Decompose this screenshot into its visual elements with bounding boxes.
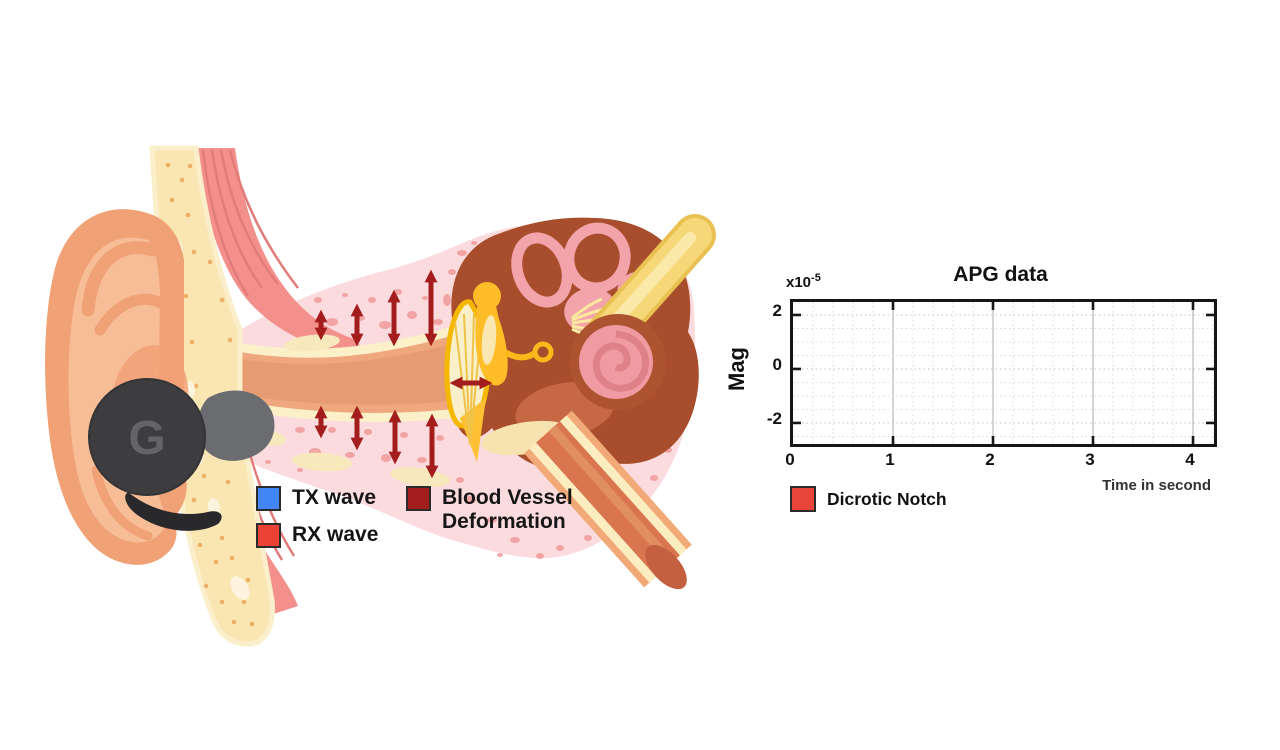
tx-wave-label: TX wave: [292, 486, 377, 509]
y-tick-label: 2: [772, 300, 782, 320]
grid-lines: [793, 302, 1214, 444]
legend-item-tx: TX wave: [256, 486, 376, 511]
cochlea: [570, 314, 666, 410]
y-tick-label: -2: [766, 408, 782, 428]
legend-item-blood-vessel: Blood Vessel Deformation: [406, 486, 573, 534]
y-axis-offset-label: x10-5: [786, 272, 821, 291]
plot-area: [790, 299, 1217, 447]
y-tick-label: 0: [772, 354, 782, 374]
ossicles: [473, 282, 554, 386]
deformation-arrows: [314, 269, 493, 479]
blood-vessel-label: Blood Vessel Deformation: [442, 486, 573, 533]
ear-anatomy-illustration: G: [45, 145, 716, 647]
x-tick-label: 2: [985, 450, 995, 469]
x-tick-label: 1: [885, 450, 895, 469]
earbud-tip: [197, 390, 275, 461]
rx-wave-swatch: [256, 523, 281, 548]
x-tick-label: 3: [1085, 450, 1095, 469]
earbud-body: [88, 378, 206, 496]
tx-wave-swatch: [256, 486, 281, 511]
eustachian-tube: [524, 410, 692, 590]
x-tick-label: 0: [785, 450, 795, 469]
dicrotic-notch-swatch: [790, 486, 816, 512]
rx-wave-label: RX wave: [292, 523, 379, 546]
dicrotic-notch-label: Dicrotic Notch: [827, 488, 947, 509]
x-axis-label: Time in second: [1102, 477, 1211, 494]
legend-item-rx: RX wave: [256, 523, 378, 548]
earbud-logo: G: [128, 412, 165, 465]
earbud-fin: [125, 492, 222, 531]
x-tick-label: 4: [1185, 450, 1195, 469]
chart-title: APG data: [953, 263, 1048, 286]
upper-muscle: [196, 148, 360, 352]
ear-canal: [219, 321, 472, 487]
blood-vessel-swatch: [406, 486, 431, 511]
chart-legend: Dicrotic Notch: [790, 486, 947, 512]
earbud: G: [88, 378, 275, 531]
